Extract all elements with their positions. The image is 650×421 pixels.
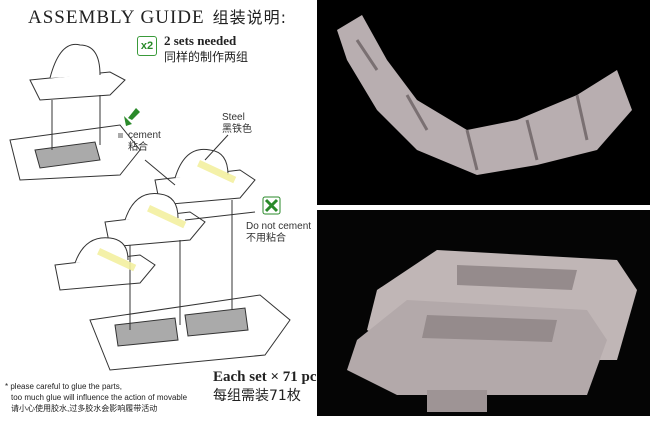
sets-needed: 2 sets needed 同样的制作两组 <box>164 33 248 65</box>
quantity-badge: x2 <box>137 36 157 56</box>
cement-en: cement <box>128 130 161 141</box>
note-line3: 请小心使用胶水,过多胶水会影响履带活动 <box>11 404 158 413</box>
cement-zh: 粘合 <box>128 142 148 153</box>
no-glue-icon <box>262 196 281 215</box>
glue-warning: * please careful to glue the parts, too m… <box>5 381 187 414</box>
title-zh: 组装说明: <box>212 8 288 27</box>
note-line2: too much glue will influence the action … <box>11 393 188 402</box>
note-line1: * please careful to glue the parts, <box>5 382 122 391</box>
steel-en: Steel <box>222 112 245 123</box>
title-en: ASSEMBLY GUIDE <box>28 7 205 28</box>
glue-icon <box>124 108 140 126</box>
steel-zh: 黑铁色 <box>222 124 252 135</box>
pieces-per-set: Each set × 71 pc 每组需装71枚 <box>213 368 317 406</box>
nocement-en: Do not cement <box>246 221 312 232</box>
each-zh: 每组需装71枚 <box>213 388 301 404</box>
sets-en: 2 sets needed <box>164 33 237 48</box>
assembly-diagram <box>9 43 291 371</box>
track-link-photo <box>317 210 650 416</box>
each-en: Each set × 71 pc <box>213 369 317 385</box>
track-chain-photo <box>317 0 650 205</box>
sets-zh: 同样的制作两组 <box>164 50 249 64</box>
page-title: ASSEMBLY GUIDE 组装说明: <box>28 4 287 29</box>
nocement-zh: 不用粘合 <box>246 233 286 244</box>
